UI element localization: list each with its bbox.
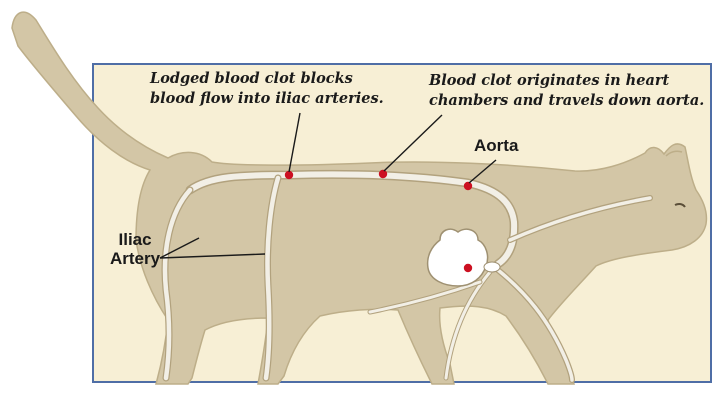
clot-traveling-aorta	[379, 170, 387, 178]
clot-in-heart	[464, 264, 472, 272]
lodged-clot-callout-line-2: blood flow into iliac arteries.	[150, 89, 384, 109]
iliac-artery-label-line-2: Artery	[110, 249, 160, 268]
clot-origin-callout-line-1: Blood clot originates in heart	[429, 71, 704, 91]
clot-near-heart	[464, 182, 472, 190]
heart-chamber-small	[484, 262, 500, 272]
clot-origin-callout-line-2: chambers and travels down aorta.	[429, 91, 704, 111]
lodged-clot-callout-line-1: Lodged blood clot blocks	[150, 69, 384, 89]
lodged-clot-callout: Lodged blood clot blocks blood flow into…	[150, 69, 384, 109]
clot-origin-callout: Blood clot originates in heart chambers …	[429, 71, 704, 111]
iliac-artery-label: Iliac Artery	[110, 230, 160, 268]
clot-at-iliac-junction	[285, 171, 293, 179]
aorta-label: Aorta	[474, 136, 518, 155]
iliac-artery-label-line-1: Iliac	[110, 230, 160, 249]
